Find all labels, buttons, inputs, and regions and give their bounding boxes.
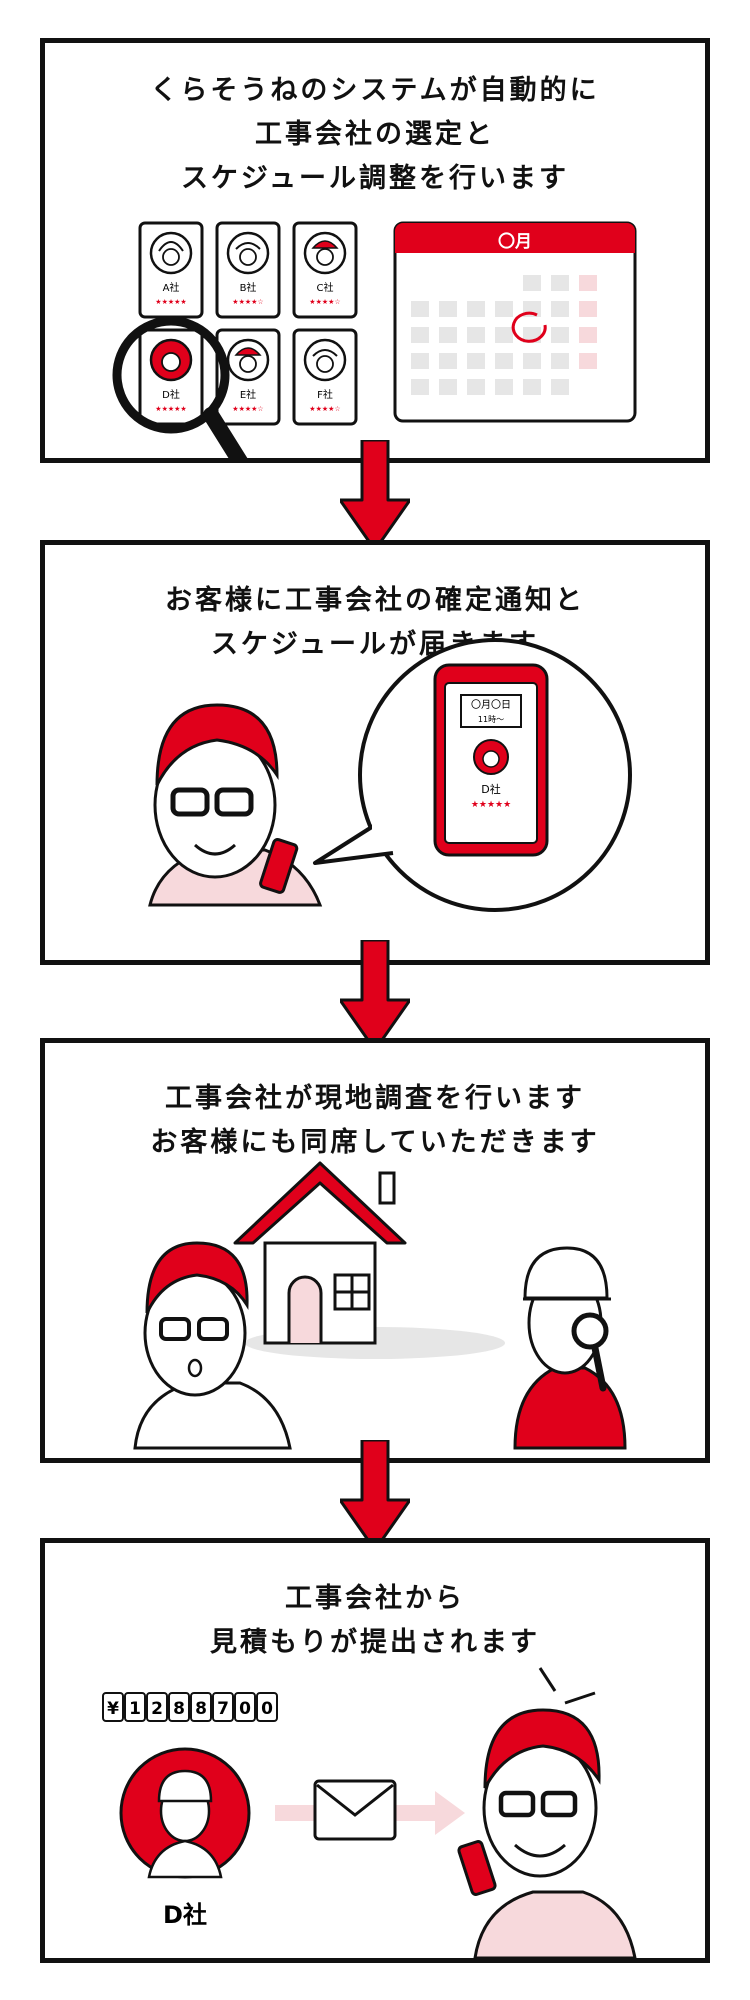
step-3-title-line: お客様にも同席していただきます — [150, 1127, 600, 1158]
company-card-b: B社 ★★★★☆ — [215, 221, 281, 319]
step-2-title-line: お客様に工事会社の確定通知と — [165, 585, 585, 616]
estimate-amount: ¥ 1 2 8 8 7 0 0 — [102, 1692, 278, 1722]
magnifying-glass-icon — [571, 1312, 609, 1350]
site-survey-illustration — [133, 1161, 627, 1450]
company-label: A社 — [163, 281, 180, 294]
estimate-digit: 7 — [217, 1699, 229, 1719]
company-label: F社 — [317, 388, 333, 401]
estimate-digit: 0 — [239, 1699, 251, 1719]
arrow-down-icon — [340, 940, 410, 1050]
envelope-icon — [313, 1779, 397, 1841]
step-4-title-line: 工事会社から — [285, 1583, 465, 1614]
step-2-title: お客様に工事会社の確定通知と スケジュールが届きます — [45, 579, 705, 667]
step-1-title-line: スケジュール調整を行います — [180, 163, 570, 194]
estimate-digit: 2 — [151, 1699, 163, 1719]
send-arrow — [275, 1779, 465, 1841]
company-stars: ★★★★★ — [155, 298, 186, 306]
estimate-digit: 8 — [173, 1699, 185, 1719]
step-3-panel: 工事会社が現地調査を行います お客様にも同席していただきます — [40, 1038, 710, 1463]
company-d-avatar: D社 — [119, 1747, 251, 1929]
company-selection-illustration: A社 ★★★★★ B社 ★★★★☆ C社 ★★★★☆ D社 ★★★★★ — [112, 221, 637, 458]
estimate-digit: 1 — [129, 1699, 141, 1719]
notice-date: 〇月〇日 — [471, 699, 511, 711]
step-1-title: くらそうねのシステムが自動的に 工事会社の選定と スケジュール調整を行います — [45, 69, 705, 201]
customer-man-illustration — [148, 703, 323, 907]
step-1-title-line: くらそうねのシステムが自動的に — [150, 75, 600, 106]
estimate-digit: 0 — [261, 1699, 273, 1719]
house-icon — [233, 1161, 505, 1359]
calendar-month-label: 〇月 — [498, 232, 532, 252]
estimate-digit: 8 — [195, 1699, 207, 1719]
notice-time: 11時〜 — [478, 715, 504, 724]
step-3-title-line: 工事会社が現地調査を行います — [165, 1083, 585, 1114]
company-card-e: E社 ★★★★☆ — [215, 328, 281, 426]
step-1-title-line: 工事会社の選定と — [255, 119, 495, 150]
step-4-title: 工事会社から 見積もりが提出されます — [45, 1577, 705, 1665]
step-2-panel: お客様に工事会社の確定通知と スケジュールが届きます 〇月〇日 11時〜 — [40, 540, 710, 965]
company-stars: ★★★★☆ — [309, 298, 340, 306]
magnifying-glass-icon — [112, 316, 248, 458]
company-label: B社 — [240, 281, 257, 294]
arrow-down-icon — [340, 440, 410, 550]
company-card-c: C社 ★★★★☆ — [292, 221, 358, 319]
company-label: C社 — [317, 281, 334, 294]
arrow-down-icon — [340, 1440, 410, 1550]
estimate-digit: ¥ — [107, 1699, 119, 1719]
notification-illustration: 〇月〇日 11時〜 D社 ★★★★★ — [148, 638, 632, 912]
calendar-icon: 〇月 — [393, 221, 637, 423]
customer-man-illustration — [133, 1241, 292, 1450]
notice-company: D社 — [481, 782, 500, 796]
worker-illustration — [513, 1246, 627, 1450]
estimate-company: D社 — [163, 1901, 207, 1929]
phone-notification: 〇月〇日 11時〜 D社 ★★★★★ — [433, 663, 549, 857]
estimate-illustration: ¥ 1 2 8 8 7 0 0 D社 — [102, 1667, 637, 1958]
company-stars: ★★★★☆ — [232, 298, 263, 306]
company-card-f: F社 ★★★★☆ — [292, 328, 358, 426]
step-1-panel: くらそうねのシステムが自動的に 工事会社の選定と スケジュール調整を行います A… — [40, 38, 710, 463]
customer-man-illustration — [457, 1667, 637, 1958]
company-label: E社 — [240, 388, 256, 401]
step-4-panel: 工事会社から 見積もりが提出されます ¥ 1 2 8 8 7 0 0 — [40, 1538, 710, 1963]
company-stars: ★★★★★ — [155, 405, 186, 413]
company-stars: ★★★★☆ — [232, 405, 263, 413]
company-stars: ★★★★☆ — [309, 405, 340, 413]
step-3-title: 工事会社が現地調査を行います お客様にも同席していただきます — [45, 1077, 705, 1165]
company-card-d: D社 ★★★★★ — [138, 328, 204, 426]
company-card-a: A社 ★★★★★ — [138, 221, 204, 319]
notice-stars: ★★★★★ — [471, 800, 511, 810]
step-4-title-line: 見積もりが提出されます — [210, 1627, 540, 1658]
company-label: D社 — [162, 388, 180, 401]
